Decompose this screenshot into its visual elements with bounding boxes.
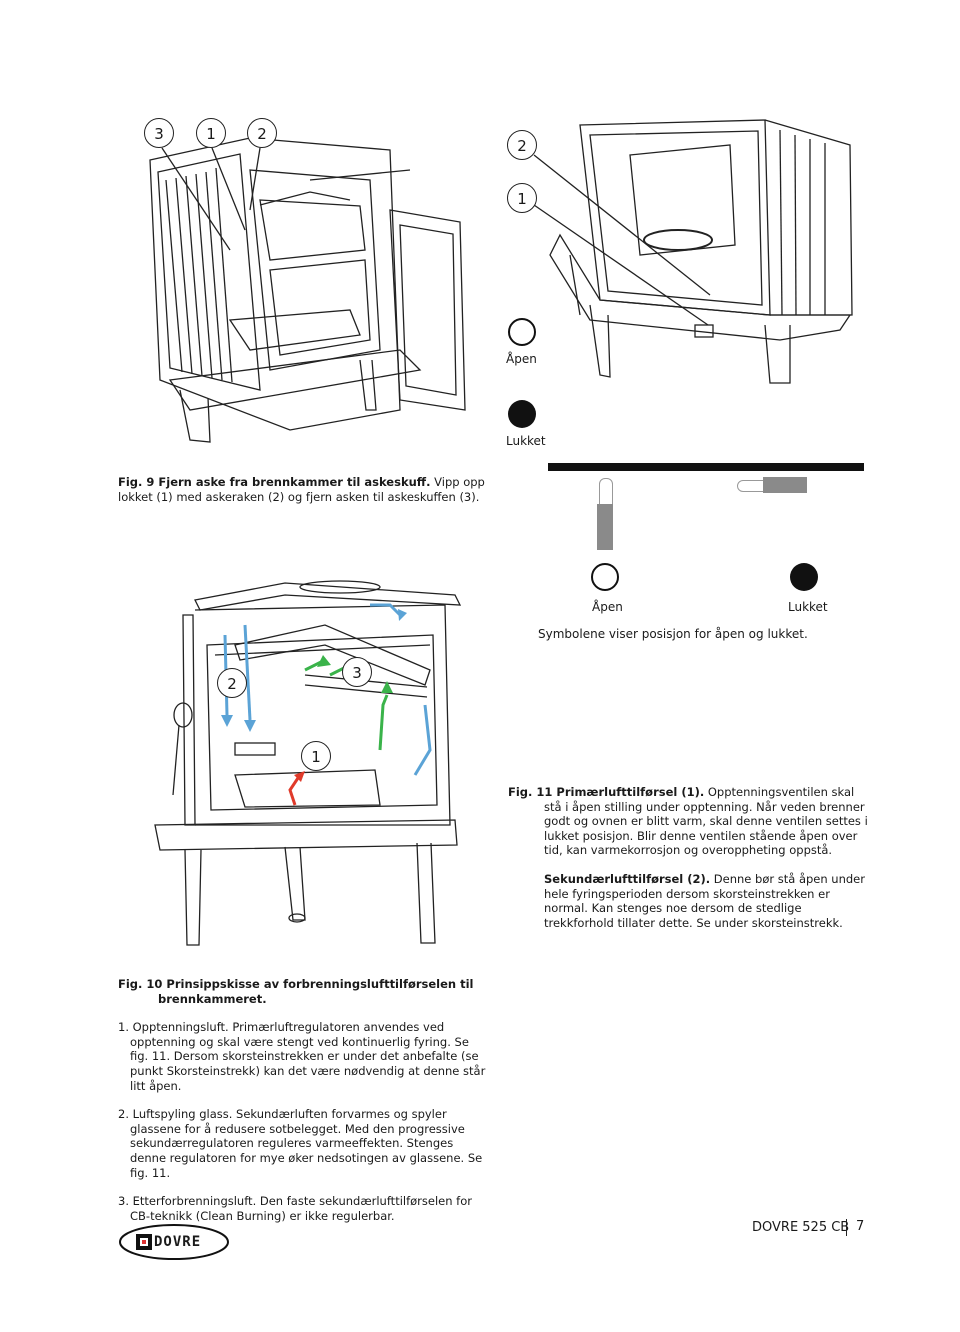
closed-symbol-icon xyxy=(790,563,818,591)
fig9-caption-bold: Fig. 9 Fjern aske fra brennkammer til as… xyxy=(118,475,431,489)
symbols-caption: Symbolene viser posisjon for åpen og luk… xyxy=(538,627,808,641)
symbol-bar xyxy=(548,463,864,471)
closed-symbol-label: Lukket xyxy=(788,600,828,614)
fig10-item-3: 3. Etterforbrenningsluft. Den faste seku… xyxy=(118,1194,472,1223)
open-position-icon xyxy=(508,318,536,346)
fig10-item-1: 1. Opptenningsluft. Primærluftregulatore… xyxy=(118,1020,486,1093)
open-symbol-label: Åpen xyxy=(592,600,623,614)
fig11-secondary-title: Sekundærlufttilførsel (2). xyxy=(544,871,711,886)
fig9-caption-text: Vipp opp lokket (1) med askeraken (2) og… xyxy=(118,475,485,504)
dovre-logo: DOVRE xyxy=(118,1222,230,1262)
fig11-primary-text: Opptenningsventilen skal stå i åpen stil… xyxy=(544,785,868,858)
footer-page-number: 7 xyxy=(856,1219,865,1234)
fig10-callout-1: 1 xyxy=(301,741,331,771)
fig10-callout-2: 2 xyxy=(217,668,247,698)
fig10-callout-3: 3 xyxy=(342,657,372,687)
footer-product: DOVRE 525 CB xyxy=(752,1220,850,1235)
fig9-callout-1: 1 xyxy=(196,118,226,148)
footer-divider xyxy=(846,1219,847,1236)
dovre-logo-text: DOVRE xyxy=(154,1234,202,1250)
fig9-callout-3: 3 xyxy=(144,118,174,148)
fig10-caption: Fig. 10 Prinsippskisse av forbrenningslu… xyxy=(118,977,474,1006)
fig11-text: Fig. 11 Primærlufttilførsel (1). Opptenn… xyxy=(508,785,868,930)
fig11-secondary-text: Denne bør stå åpen under hele fyringsper… xyxy=(544,871,865,930)
fig11-secondary-paragraph: Sekundærlufttilførsel (2). Denne bør stå… xyxy=(508,872,868,930)
fig9-caption: Fig. 9 Fjern aske fra brennkammer til as… xyxy=(118,475,508,504)
open-symbol-icon xyxy=(591,563,619,591)
open-slider-graphic xyxy=(597,478,613,550)
dovre-logo-graphic xyxy=(119,1224,229,1260)
closed-position-icon xyxy=(508,400,536,428)
fig10-text: Fig. 10 Prinsippskisse av forbrenningslu… xyxy=(118,977,488,1223)
fig10-item-2: 2. Luftspyling glass. Sekundærluften for… xyxy=(118,1107,483,1180)
closed-slider-graphic xyxy=(737,477,807,493)
fig11-primary-paragraph: Fig. 11 Primærlufttilførsel (1). Opptenn… xyxy=(508,785,868,858)
fig11-callout-2: 2 xyxy=(507,130,537,160)
fig9-illustration: 3 1 2 xyxy=(110,110,490,460)
fig11-primary-title: Fig. 11 Primærlufttilførsel (1). xyxy=(508,785,705,799)
fig11-callout-1: 1 xyxy=(507,183,537,213)
fig9-callout-2: 2 xyxy=(247,118,277,148)
stove-ash-drawing xyxy=(149,137,466,443)
stove-front-drawing xyxy=(533,119,853,384)
fig10-illustration: 2 3 1 xyxy=(154,575,475,946)
fig11-illustration: 2 1 xyxy=(490,115,870,405)
open-label-top: Åpen xyxy=(506,352,537,366)
closed-label-top: Lukket xyxy=(506,434,546,448)
